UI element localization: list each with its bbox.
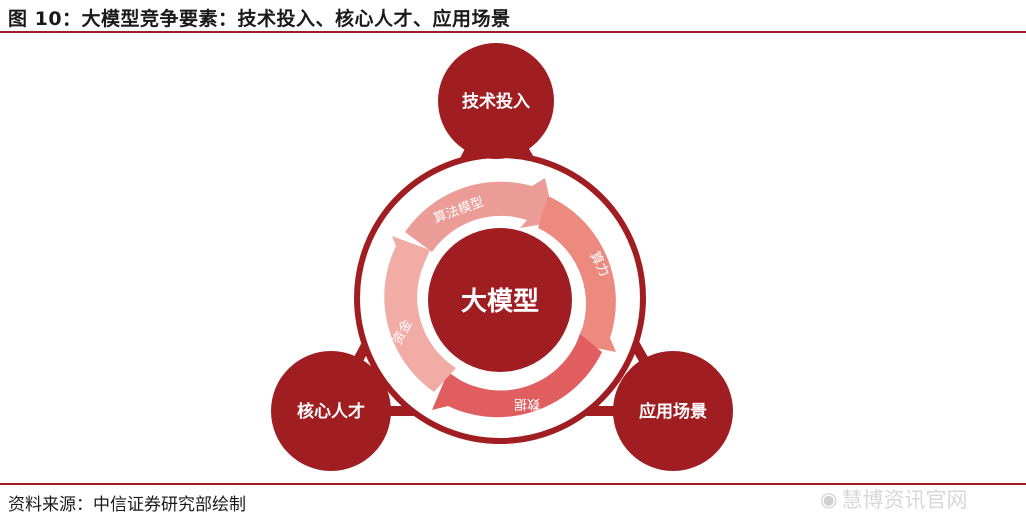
node-left-circle	[271, 351, 391, 471]
weibo-icon: ◉	[820, 487, 838, 511]
top-divider	[0, 31, 1026, 33]
node-right-label: 应用场景	[639, 401, 707, 422]
ring-segment-data	[432, 334, 602, 418]
ring-segment-algorithm	[405, 178, 555, 252]
watermark-text: 慧博资讯官网	[841, 488, 968, 512]
center-circle	[428, 228, 572, 372]
ring-segment-capital	[384, 236, 456, 392]
figure-title: 图 10：大模型竞争要素：技术投入、核心人才、应用场景	[8, 8, 511, 30]
bottom-divider	[0, 483, 1026, 485]
ring-segment-compute	[538, 196, 616, 352]
center-label: 大模型	[461, 287, 539, 317]
source-note: 资料来源：中信证券研究部绘制	[8, 495, 246, 515]
node-top-circle	[438, 43, 554, 159]
node-left-label: 核心人才	[297, 401, 365, 422]
node-right-circle	[613, 351, 733, 471]
watermark: ◉ 慧博资讯官网	[820, 484, 967, 514]
node-top-label: 技术投入	[462, 91, 530, 112]
segment-label-data: 数据	[514, 396, 540, 411]
